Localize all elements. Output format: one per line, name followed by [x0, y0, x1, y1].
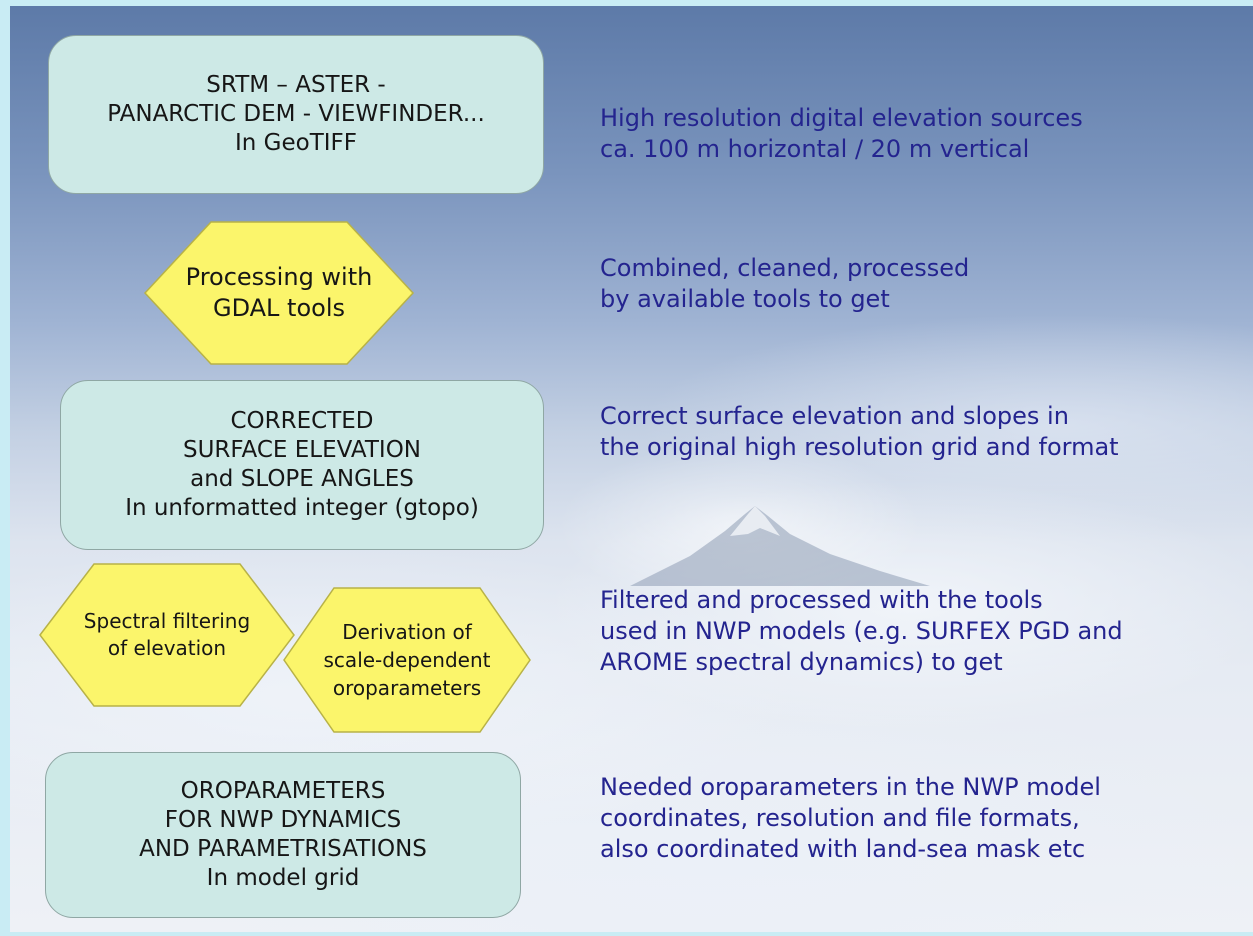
source-dem-line-1: SRTM – ASTER - [206, 72, 386, 98]
oroparameters-line-3: AND PARAMETRISATIONS [139, 836, 427, 862]
corrected-elevation-box: CORRECTED SURFACE ELEVATION and SLOPE AN… [60, 380, 544, 550]
sources-description: High resolution digital elevation source… [600, 103, 1083, 165]
corrected-line-2: SURFACE ELEVATION [183, 437, 421, 463]
derivation-oroparameters-hexagon: Derivation of scale-dependent oroparamet… [282, 586, 532, 734]
source-dem-line-3: In GeoTIFF [234, 130, 357, 156]
spectral-filtering-line-2: of elevation [107, 636, 227, 660]
oroparameters-line-2: FOR NWP DYNAMICS [164, 807, 402, 833]
corrected-line-3: and SLOPE ANGLES [190, 466, 414, 492]
filtering-description-line-1: Filtered and processed with the tools [600, 586, 1043, 614]
oroparameters-box: OROPARAMETERS FOR NWP DYNAMICS AND PARAM… [45, 752, 521, 918]
mountain-peak-image [630, 506, 930, 586]
filtering-description-line-3: AROME spectral dynamics) to get [600, 648, 1003, 676]
spectral-filtering-line-1: Spectral filtering [83, 609, 251, 633]
processing-description-line-2: by available tools to get [600, 285, 890, 313]
oroparameters-description-line-2: coordinates, resolution and file formats… [600, 804, 1080, 832]
processing-description: Combined, cleaned, processed by availabl… [600, 253, 969, 315]
source-dem-box: SRTM – ASTER - PANARCTIC DEM - VIEWFINDE… [48, 35, 544, 194]
sources-description-line-2: ca. 100 m horizontal / 20 m vertical [600, 135, 1030, 163]
oroparameters-description-line-3: also coordinated with land-sea mask etc [600, 835, 1086, 863]
oroparameters-line-1: OROPARAMETERS [180, 778, 386, 804]
spectral-filtering-hexagon: Spectral filtering of elevation [38, 562, 296, 708]
derivation-line-2: scale-dependent [323, 648, 491, 672]
filtering-description-line-2: used in NWP models (e.g. SURFEX PGD and [600, 617, 1123, 645]
source-dem-line-2: PANARCTIC DEM - VIEWFINDER... [107, 101, 485, 127]
corrected-description-line-1: Correct surface elevation and slopes in [600, 402, 1069, 430]
processing-description-line-1: Combined, cleaned, processed [600, 254, 970, 282]
processing-hexagon: Processing with GDAL tools [143, 220, 415, 366]
oroparameters-description: Needed oroparameters in the NWP model co… [600, 772, 1101, 865]
processing-line-2: GDAL tools [212, 294, 346, 322]
oroparameters-description-line-1: Needed oroparameters in the NWP model [600, 773, 1101, 801]
sources-description-line-1: High resolution digital elevation source… [600, 104, 1083, 132]
corrected-line-4: In unformatted integer (gtopo) [125, 495, 479, 521]
corrected-line-1: CORRECTED [230, 408, 374, 434]
derivation-line-3: oroparameters [332, 676, 482, 700]
processing-line-1: Processing with [185, 263, 373, 291]
derivation-line-1: Derivation of [342, 620, 472, 644]
corrected-description-line-2: the original high resolution grid and fo… [600, 433, 1119, 461]
oroparameters-line-4: In model grid [206, 865, 360, 891]
corrected-description: Correct surface elevation and slopes in … [600, 401, 1119, 463]
filtering-description: Filtered and processed with the tools us… [600, 585, 1123, 678]
